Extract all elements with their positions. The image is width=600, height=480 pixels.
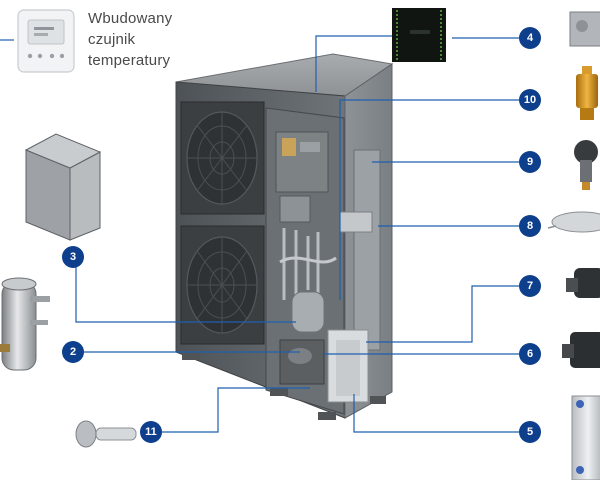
interior-components xyxy=(265,107,345,415)
unit-foot xyxy=(182,352,200,360)
compressor-image xyxy=(0,277,50,371)
unit-foot xyxy=(270,388,288,396)
temperature-sensor-caption: Wbudowany czujnik temperatury xyxy=(88,8,248,71)
lower-fan xyxy=(180,225,265,345)
brass-valve-image xyxy=(576,66,598,120)
circulation-pump-image xyxy=(562,332,600,368)
sensor-image xyxy=(392,8,446,62)
callout-badge-10: 10 xyxy=(519,89,541,111)
leader-line-4-unit xyxy=(315,35,392,92)
callout-badge-4: 4 xyxy=(519,27,541,49)
leader-line-11 xyxy=(162,387,310,433)
pump-motor-image xyxy=(566,268,600,298)
pressure-valve-image xyxy=(574,140,598,190)
leader-line-7 xyxy=(366,285,519,343)
callout-badge-9: 9 xyxy=(519,151,541,173)
cover-panel-image xyxy=(24,133,102,241)
flow-sensor-image xyxy=(547,211,600,233)
callout-badge-6: 6 xyxy=(519,343,541,365)
side-compartment xyxy=(327,149,381,403)
callout-badge-5: 5 xyxy=(519,421,541,443)
callout-badge-2: 2 xyxy=(62,341,84,363)
thermostat-image xyxy=(17,9,75,73)
leader-line-5 xyxy=(353,394,519,433)
callout-badge-7: 7 xyxy=(519,275,541,297)
callout-badge-8: 8 xyxy=(519,215,541,237)
callout-badge-11: 11 xyxy=(140,421,162,443)
pipe-fitting-image xyxy=(569,11,600,47)
temperature-probe-image xyxy=(75,420,137,448)
leader-line-3 xyxy=(75,264,296,323)
leader-line-10 xyxy=(339,99,519,300)
unit-foot xyxy=(318,412,336,420)
leader-lines xyxy=(75,35,519,433)
callout-badge-3: 3 xyxy=(62,246,84,268)
caption-line: Wbudowany xyxy=(88,10,173,27)
upper-fan xyxy=(180,101,265,215)
plate-heat-exchanger-image xyxy=(571,395,600,480)
caption-line: czujnik xyxy=(88,31,136,48)
caption-line: temperatury xyxy=(88,52,171,69)
unit-foot xyxy=(370,396,386,404)
